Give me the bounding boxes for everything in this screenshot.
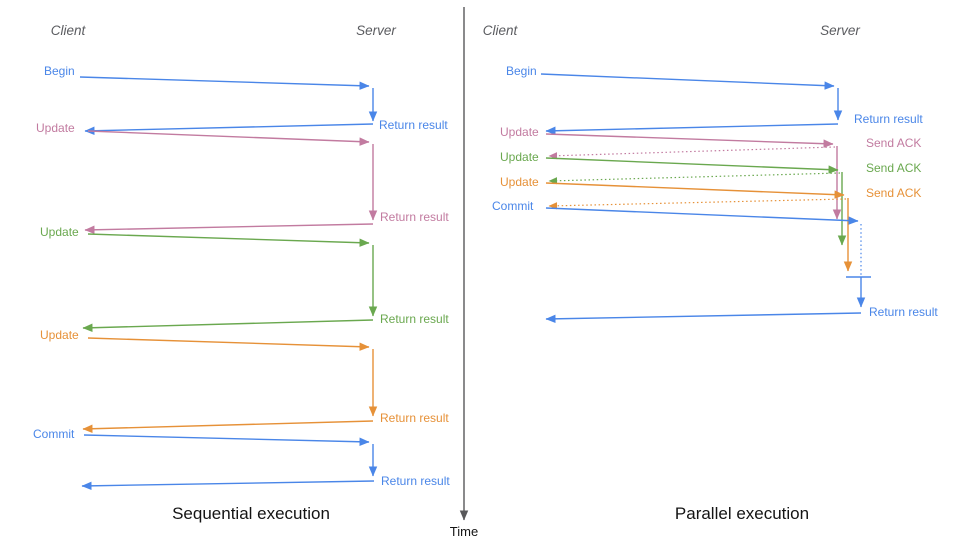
sequential-commit-request-line <box>83 434 370 447</box>
sequential-update1-return-line <box>84 223 374 235</box>
sequential-update1-label: Update <box>36 121 75 135</box>
sequential-begin-request-line <box>79 76 370 90</box>
sequential-title: Sequential execution <box>172 504 330 523</box>
parallel-commit-label: Commit <box>492 199 534 213</box>
parallel-commit-return-line <box>545 312 862 324</box>
sequential-update1-return-result-label: Return result <box>380 210 449 224</box>
parallel-title: Parallel execution <box>674 504 810 523</box>
sequential-begin-return-result-label: Return result <box>379 118 448 132</box>
parallel-update1-send-ack-label: Send ACK <box>866 136 922 150</box>
sequential-server-header: Server <box>356 23 396 38</box>
parallel-server-header: Server <box>820 23 860 38</box>
parallel-begin-request-line <box>540 73 835 90</box>
sequential-begin-label: Begin <box>44 64 75 78</box>
parallel-begin-return-line <box>545 123 839 136</box>
sequential-update2-return-line <box>82 319 374 332</box>
sequential-update3-label: Update <box>40 328 79 342</box>
sequential-update1-request-line <box>87 130 370 146</box>
sequential-commit-return-line <box>81 480 375 491</box>
parallel-update3-ack-line <box>548 198 847 210</box>
sequential-update2-label: Update <box>40 225 79 239</box>
sequential-update2-request-line <box>87 233 370 247</box>
parallel-update1-ack-line <box>548 146 836 160</box>
parallel-client-header: Client <box>482 23 518 38</box>
parallel-begin-return-result-label: Return result <box>854 112 923 126</box>
parallel-update2-ack-line <box>548 172 841 185</box>
parallel-update1-label: Update <box>500 125 539 139</box>
parallel-commit-request-line <box>545 207 859 225</box>
sequential-commit-label: Commit <box>33 427 75 441</box>
sequential-update3-return-line <box>82 420 374 433</box>
sequential-update3-request-line <box>87 337 370 351</box>
parallel-update3-request-line <box>545 182 845 199</box>
parallel-update3-send-ack-label: Send ACK <box>866 186 922 200</box>
sequential-update3-return-result-label: Return result <box>380 411 449 425</box>
sequential-begin-return-line <box>84 123 374 136</box>
parallel-update1-request-line <box>545 133 834 148</box>
time-axis-label: Time <box>449 524 479 539</box>
parallel-update3-label: Update <box>500 175 539 189</box>
parallel-commit-return-result-label: Return result <box>869 305 938 319</box>
sequential-client-header: Client <box>50 23 86 38</box>
parallel-update2-request-line <box>545 157 839 174</box>
sequential-update2-return-result-label: Return result <box>380 312 449 326</box>
parallel-update2-label: Update <box>500 150 539 164</box>
parallel-begin-label: Begin <box>506 64 537 78</box>
parallel-update2-send-ack-label: Send ACK <box>866 161 922 175</box>
sequential-commit-return-result-label: Return result <box>381 474 450 488</box>
